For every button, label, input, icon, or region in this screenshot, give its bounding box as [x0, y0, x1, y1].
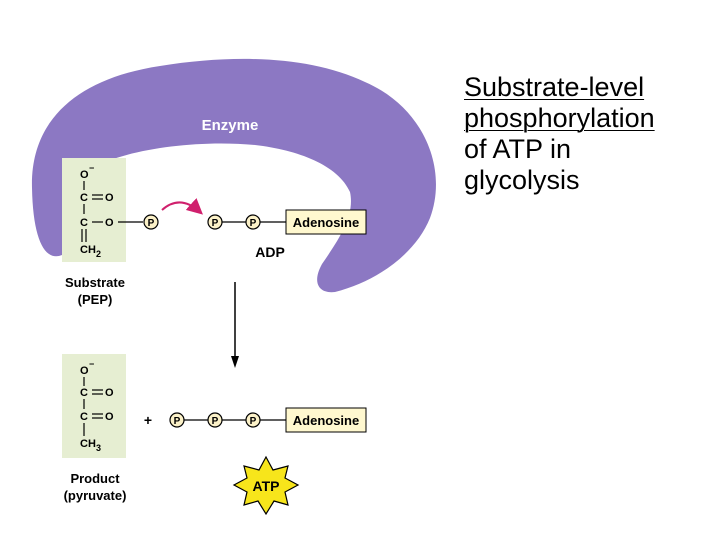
substrate-c2: C	[80, 217, 88, 229]
product-ch: CH	[80, 438, 96, 450]
atp-adenosine-label: Adenosine	[293, 413, 359, 428]
plus-sign: +	[144, 412, 152, 428]
atp-phosphate-3: P	[245, 412, 261, 428]
enzyme-shape	[31, 58, 436, 293]
substrate-minus: −	[89, 163, 94, 173]
caption-line-1: Substrate-level	[464, 72, 645, 102]
svg-text:P: P	[148, 218, 155, 229]
substrate-o2: O	[105, 217, 114, 229]
substrate-o-minus: O	[80, 169, 89, 181]
product-abbrev: (pyruvate)	[64, 488, 127, 503]
substrate-name: Substrate	[65, 275, 125, 290]
product-o-minus: O	[80, 365, 89, 377]
reaction-arrowhead	[231, 356, 239, 368]
product-o2: O	[105, 411, 114, 423]
substrate-c1: C	[80, 192, 88, 204]
product-minus: −	[89, 359, 94, 369]
enzyme-label: Enzyme	[202, 117, 259, 134]
atp-label: ATP	[253, 478, 280, 494]
svg-text:P: P	[212, 416, 219, 427]
svg-text:P: P	[250, 218, 257, 229]
atp-adenosine-box	[285, 407, 367, 433]
atp-phosphate-1: P	[169, 412, 185, 428]
product-o1: O	[105, 387, 114, 399]
atp-phosphate-2: P	[207, 412, 223, 428]
substrate-phosphate: P	[143, 214, 159, 230]
atp-burst	[232, 455, 300, 516]
product-name: Product	[70, 471, 120, 486]
adp-adenosine-label: Adenosine	[293, 215, 359, 230]
adp-label: ADP	[255, 244, 285, 260]
substrate-ch: CH	[80, 244, 96, 256]
substrate-o1: O	[105, 192, 114, 204]
product-subscript: 3	[96, 443, 101, 453]
product-c1: C	[80, 387, 88, 399]
substrate-abbrev: (PEP)	[78, 292, 113, 307]
substrate-subscript: 2	[96, 249, 101, 259]
product-molecule-box	[62, 354, 126, 458]
adp-adenosine-box	[285, 209, 367, 235]
caption-line-2: phosphorylation	[464, 103, 655, 133]
svg-text:P: P	[212, 218, 219, 229]
substrate-structure: O − C O C O CH 2	[80, 163, 114, 259]
phosphate-transfer-arrow	[161, 198, 203, 215]
caption-line-4: glycolysis	[464, 165, 580, 195]
svg-text:P: P	[250, 416, 257, 427]
adp-phosphate-2: P	[245, 214, 261, 230]
product-c2: C	[80, 411, 88, 423]
slide-caption: Substrate-level phosphorylation of ATP i…	[464, 72, 714, 196]
svg-text:P: P	[174, 416, 181, 427]
product-structure: O − C O C O CH 3	[80, 359, 114, 453]
caption-line-3: of ATP in	[464, 134, 572, 164]
substrate-molecule-box	[62, 158, 126, 262]
adp-phosphate-1: P	[207, 214, 223, 230]
